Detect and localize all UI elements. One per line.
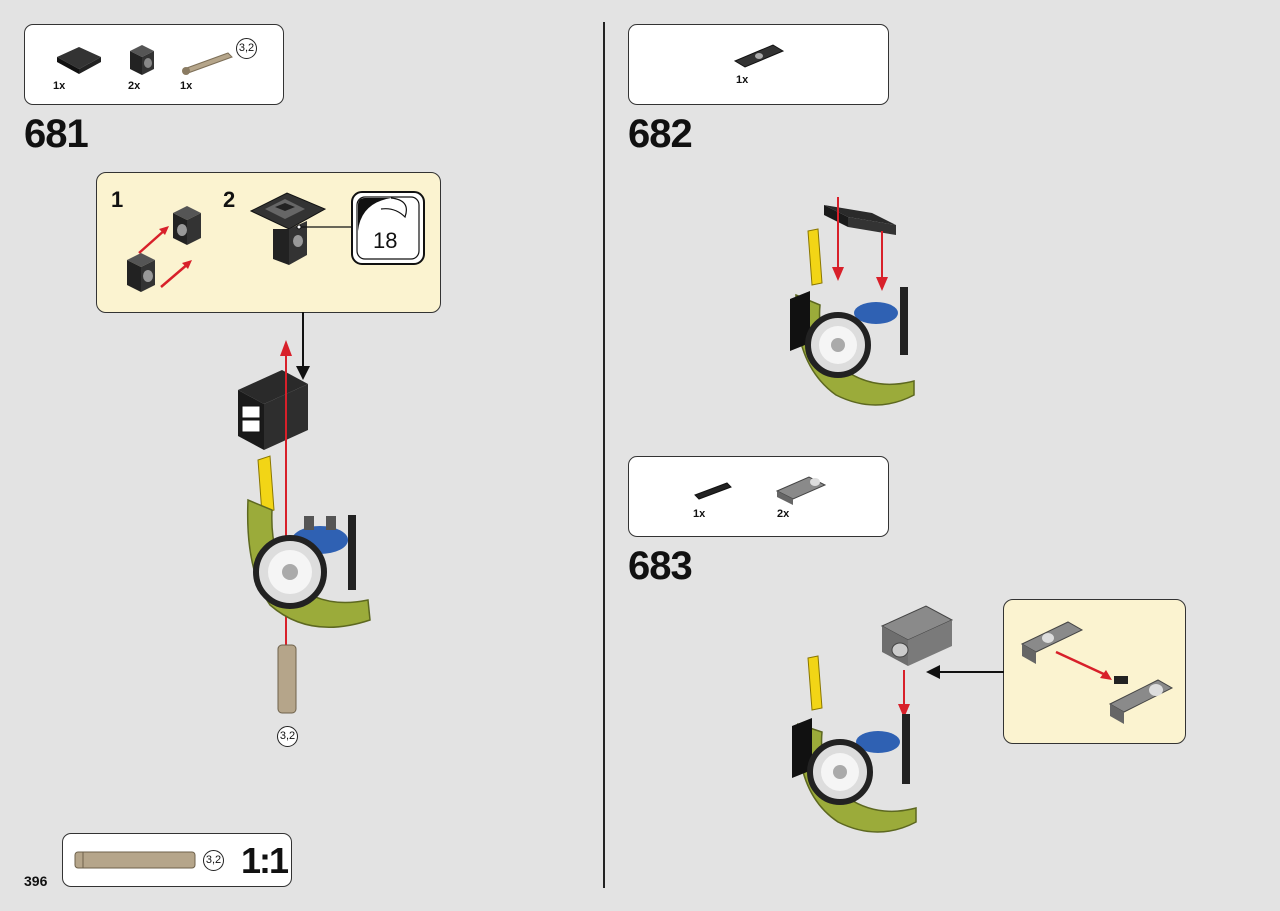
connector-assembly [1020,621,1174,724]
scale-ruler-box: 3,2 1:1 [62,833,292,887]
ruler-length-indicator: 3,2 [203,850,224,871]
step-number-683: 683 [628,544,693,588]
tan-axle-pin-icon [182,52,233,75]
substep-number: 2 [223,187,236,212]
assembly-682-illustration [790,197,915,406]
substep-number: 1 [111,187,124,212]
tan-axle-ruler-icon [74,851,196,869]
substep-2-assembly [249,192,352,265]
part-qty: 1x [53,80,66,92]
length-indicator: 3,2 [236,38,257,59]
connector-callout [1003,599,1186,744]
black-pin-icon [694,482,732,500]
sticker-icon [351,191,425,265]
step-number-682: 682 [628,112,693,156]
parts-box-step-681: 1x 2x 3,2 1x [24,24,284,105]
part-qty: 1x [693,508,706,520]
step-number-681: 681 [24,112,89,156]
substep-1-assembly [127,206,201,292]
substep-callout: 1 2 18 [96,172,441,313]
page-number: 396 [24,873,48,889]
gray-connector-icon [775,476,827,505]
parts-box-step-683: 1x 2x [628,456,889,537]
part-qty: 1x [736,74,749,86]
black-axle-brick-icon [130,45,154,75]
sticker-number: 18 [373,228,398,253]
parts-box-step-682: 1x [628,24,889,105]
axle-length-indicator: 3,2 [277,726,298,747]
scale-label: 1:1 [241,840,289,881]
black-liftarm-icon [733,44,785,68]
part-qty: 1x [180,80,193,92]
part-qty: 2x [777,508,790,520]
black-tile-icon [57,47,101,74]
page-divider [603,22,605,888]
part-qty: 2x [128,80,141,92]
assembly-683-illustration [792,605,1004,833]
assembly-681-illustration [238,312,371,714]
